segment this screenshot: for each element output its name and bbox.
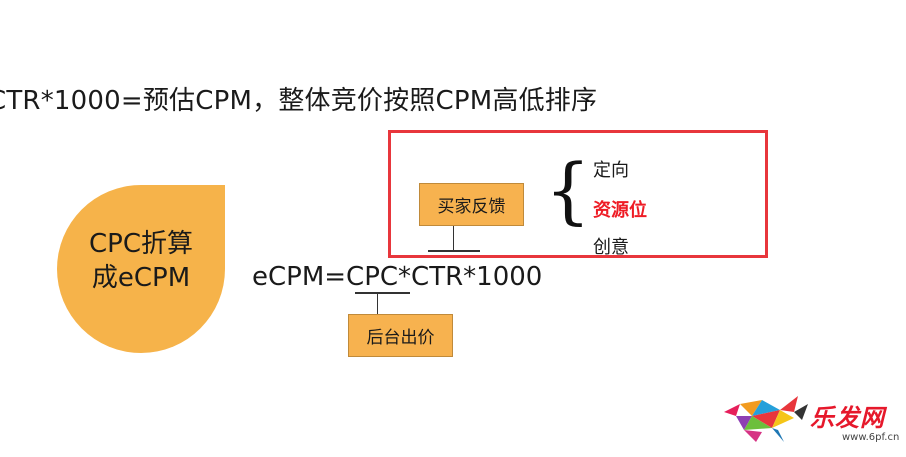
factors-highlight-box [388, 130, 768, 258]
option-ad-slot: 资源位 [593, 200, 647, 221]
bull-logo-icon [724, 396, 808, 442]
buyer-feedback-connector [453, 226, 454, 250]
buyer-feedback-bracket [428, 250, 480, 252]
cpc-conversion-label: CPC折算 成eCPM [57, 227, 225, 295]
cpc-conversion-line2: 成eCPM [91, 263, 191, 293]
option-targeting: 定向 [593, 160, 629, 181]
watermark-logo-text: 乐发网 [810, 404, 885, 432]
cpc-conversion-shape [57, 185, 225, 353]
watermark-url: www.6pf.cn [842, 432, 900, 443]
headline-formula: CTR*1000=预估CPM，整体竞价按照CPM高低排序 [0, 86, 598, 116]
backend-bid-connector [377, 294, 378, 316]
formula-suffix: *CTR*1000 [398, 262, 543, 292]
ecpm-formula: eCPM=CPC*CTR*1000 [252, 262, 542, 292]
formula-cpc: CPC [346, 262, 399, 292]
formula-prefix: eCPM= [252, 262, 347, 292]
option-creative: 创意 [593, 237, 629, 258]
backend-bid-tag: 后台出价 [348, 314, 453, 357]
curly-brace-icon: { [545, 148, 591, 232]
cpc-underline [355, 292, 410, 294]
cpc-conversion-line1: CPC折算 [89, 229, 193, 259]
buyer-feedback-tag: 买家反馈 [419, 183, 524, 226]
